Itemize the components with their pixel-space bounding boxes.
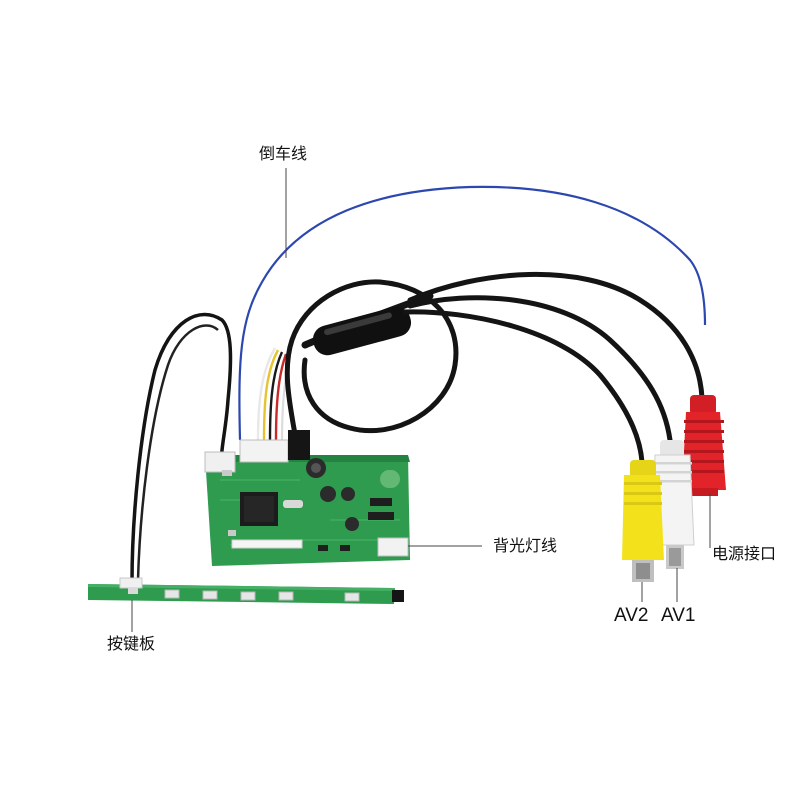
keypad-cable-2 bbox=[136, 324, 219, 581]
thin-wire-red bbox=[274, 353, 288, 441]
thin-wire-black bbox=[268, 351, 284, 441]
branch-cable-av2 bbox=[402, 309, 645, 465]
cable-junction-highlight bbox=[324, 312, 392, 336]
keypad-cable bbox=[130, 312, 233, 584]
thin-wire-yellow bbox=[262, 349, 280, 441]
power-cable-loop bbox=[284, 279, 459, 443]
label-av1: AV1 bbox=[661, 605, 696, 626]
label-av2: AV2 bbox=[614, 605, 649, 626]
thin-wire-white bbox=[256, 347, 277, 441]
branch-cable-power bbox=[407, 272, 705, 401]
label-power-port: 电源接口 bbox=[712, 544, 777, 563]
reverse-wire-blue bbox=[238, 185, 707, 441]
branch-cable-av1 bbox=[407, 295, 673, 443]
keypad-board bbox=[88, 577, 404, 604]
label-backlight-wire: 背光灯线 bbox=[493, 536, 558, 555]
main-pcb bbox=[204, 430, 410, 566]
rca-plug-red bbox=[682, 395, 726, 496]
rca-plug-white bbox=[651, 440, 695, 569]
label-reverse-wire: 倒车线 bbox=[259, 144, 308, 163]
rca-plug-yellow bbox=[622, 460, 664, 582]
label-keypad-board: 按键板 bbox=[107, 634, 156, 653]
